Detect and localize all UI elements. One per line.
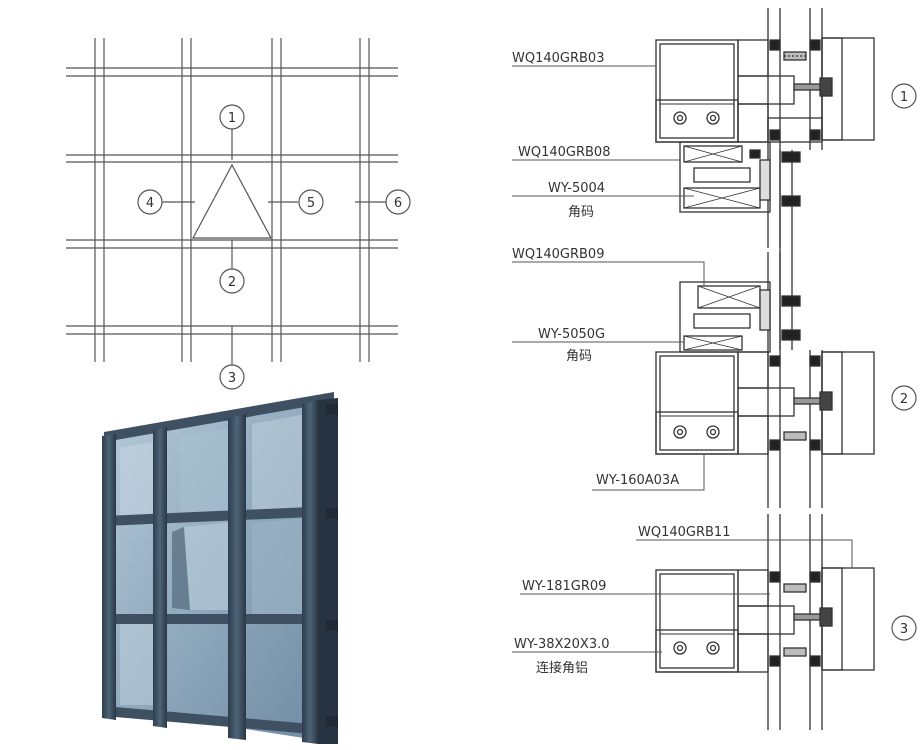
grid-marker-2: 2	[228, 275, 236, 290]
section-marker-2: 2	[900, 392, 908, 407]
label-corner-code-1: 角码	[568, 205, 594, 220]
label-leaders	[512, 65, 853, 653]
label-connection-angle: 连接角铝	[536, 660, 588, 676]
label-wq140grb09: WQ140GRB09	[512, 247, 604, 262]
section-labels: WQ140GRB03 WQ140GRB08 WY-5004 角码 WQ140GR…	[512, 51, 730, 676]
section-detail-mid-upper	[679, 141, 801, 213]
grid-marker-6: 6	[394, 196, 402, 211]
grid-markers: 1 2 3 4 5 6	[137, 104, 411, 390]
section-detail	[655, 8, 875, 730]
label-wy-160a03a: WY-160A03A	[596, 473, 679, 488]
grid-marker-1: 1	[228, 111, 236, 126]
grid-marker-4: 4	[146, 196, 154, 211]
label-wq140grb11: WQ140GRB11	[638, 525, 730, 540]
section-detail-3	[655, 567, 875, 673]
label-wq140grb03: WQ140GRB03	[512, 51, 604, 66]
grid-marker-3: 3	[228, 371, 236, 386]
grid-marker-5: 5	[307, 196, 315, 211]
label-wy-181gr09: WY-181GR09	[522, 579, 606, 594]
section-markers: 1 2 3	[891, 83, 917, 641]
sash-triangle	[191, 163, 273, 239]
label-corner-code-2: 角码	[566, 349, 592, 364]
label-wy-5004: WY-5004	[548, 181, 605, 196]
section-detail-mid-lower	[679, 281, 801, 353]
curtain-wall-render	[102, 392, 338, 744]
label-wy-38x20x3: WY-38X20X3.0	[514, 637, 610, 652]
section-detail-2	[655, 351, 875, 455]
label-wy-5050g: WY-5050G	[538, 327, 605, 342]
section-detail-1	[655, 37, 875, 143]
section-marker-1: 1	[900, 90, 908, 105]
section-marker-3: 3	[900, 622, 908, 637]
grid-plan	[66, 38, 398, 366]
label-wq140grb08: WQ140GRB08	[518, 145, 610, 160]
